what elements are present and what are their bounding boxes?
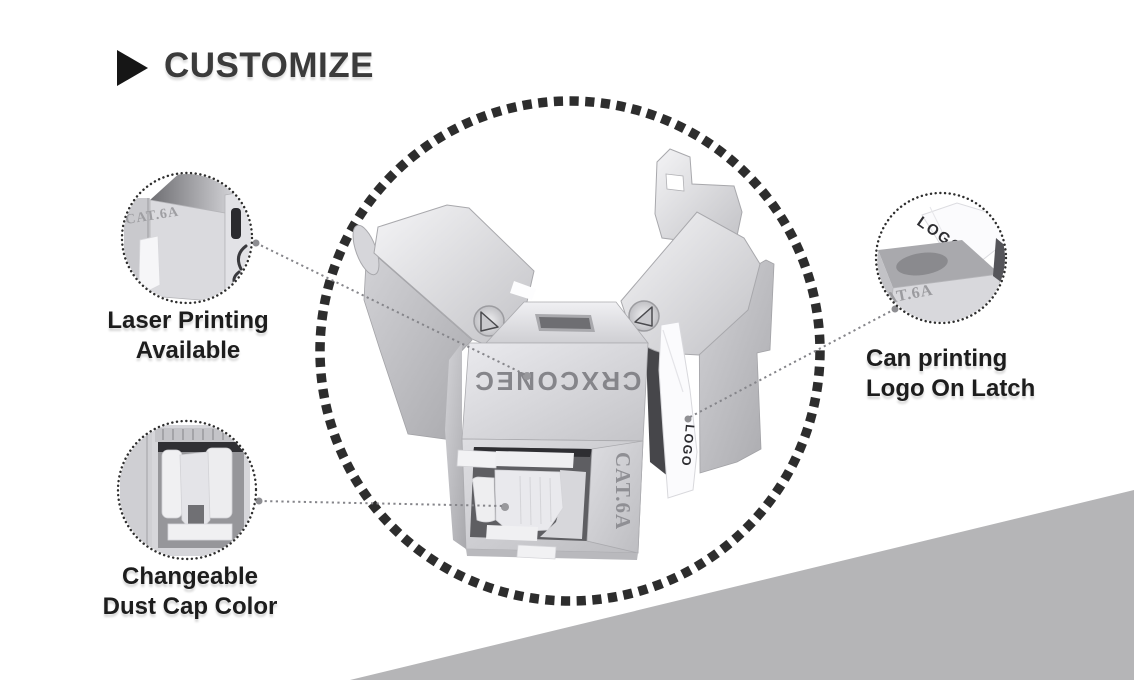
laser-printing-label-line2: Available: [135, 337, 241, 364]
leader-lines: [255, 242, 896, 507]
dust-cap-callout-border: [116, 419, 258, 561]
logo-latch-label: Can printing Logo On Latch: [866, 344, 1134, 404]
brand-leader-dot: [523, 372, 531, 380]
dust-cap-leader-dot: [501, 503, 509, 511]
right-wing-rivet-notch: [634, 306, 653, 327]
dust-cap-left-lobe: [472, 476, 496, 523]
logo-latch-callout: LOGO CAT.6A: [874, 191, 1008, 325]
bl-dust-cap: [161, 447, 233, 541]
dust-cap-left-tab: [456, 449, 498, 469]
brand-marking-text: CRXCONEC: [473, 366, 642, 396]
logo-latch-label-line2: Logo On Latch: [866, 375, 1036, 402]
right-shield-wing: [620, 148, 761, 356]
main-dashed-circle: [315, 96, 825, 606]
keystone-jack: CRXCONEC CAT.6A: [352, 148, 775, 560]
latch-fold-line: [662, 329, 684, 393]
leader-endpoint-dots: [252, 239, 899, 505]
latch-body: [658, 321, 698, 499]
dust-cap-bottom-bar: [486, 525, 538, 541]
bl-recess-shadow: [158, 442, 244, 452]
body-left-side: [445, 343, 466, 549]
dust-cap-body: [494, 469, 564, 533]
body-upper-front: CRXCONEC: [461, 342, 649, 442]
laser-callout-border: [120, 171, 254, 305]
play-triangle-icon: [117, 50, 148, 86]
dust-cap-label-line2: Dust Cap Color: [102, 593, 278, 620]
logo-latch: LOGO: [658, 321, 698, 499]
r-top-shadow: [896, 252, 948, 276]
title-block: CUSTOMIZE: [117, 46, 374, 86]
page-title: CUSTOMIZE: [164, 46, 374, 85]
left-wing-side-panel: [363, 251, 473, 441]
bl-rib-marks: [162, 429, 234, 440]
dust-cap-label-line1: Changeable: [121, 563, 259, 590]
laser-printing-callout: CAT.6A: [120, 171, 254, 305]
leader-line-dustcap: [258, 500, 504, 507]
dust-cap-callout: [116, 419, 258, 561]
dust-cap-top-bar: [495, 451, 574, 468]
latch-leader-dot: [684, 415, 692, 423]
left-wing-notch: [510, 281, 536, 300]
tl-latch-slot: [231, 208, 241, 239]
dust-cap-ribs: [519, 475, 552, 526]
top-slot: [539, 317, 591, 329]
tl-white-tab: [138, 235, 161, 291]
left-wing-rivet-notch: [480, 311, 499, 332]
logo-latch-label-line1: Can printing: [866, 345, 1008, 372]
r-white-tab: [892, 317, 916, 322]
tl-right-plate: [224, 189, 251, 302]
body-lower-front: CAT.6A: [456, 438, 644, 560]
left-shield-wing: [352, 204, 536, 441]
latch-marking-text: LOGO: [679, 424, 697, 468]
logo-callout-border: [874, 191, 1008, 325]
right-wing-bracket-hole: [665, 173, 685, 192]
laser-printing-label-line1: Laser Printing: [107, 307, 269, 334]
top-plate: [485, 301, 649, 344]
category-marking-text: CAT.6A: [611, 452, 635, 530]
corner-wedge: [350, 490, 1134, 680]
bottom-tab: [516, 544, 557, 560]
laser-printing-label: Laser Printing Available: [58, 306, 318, 366]
dust-cap-label: Changeable Dust Cap Color: [60, 562, 320, 622]
dust-cap: [456, 449, 586, 541]
